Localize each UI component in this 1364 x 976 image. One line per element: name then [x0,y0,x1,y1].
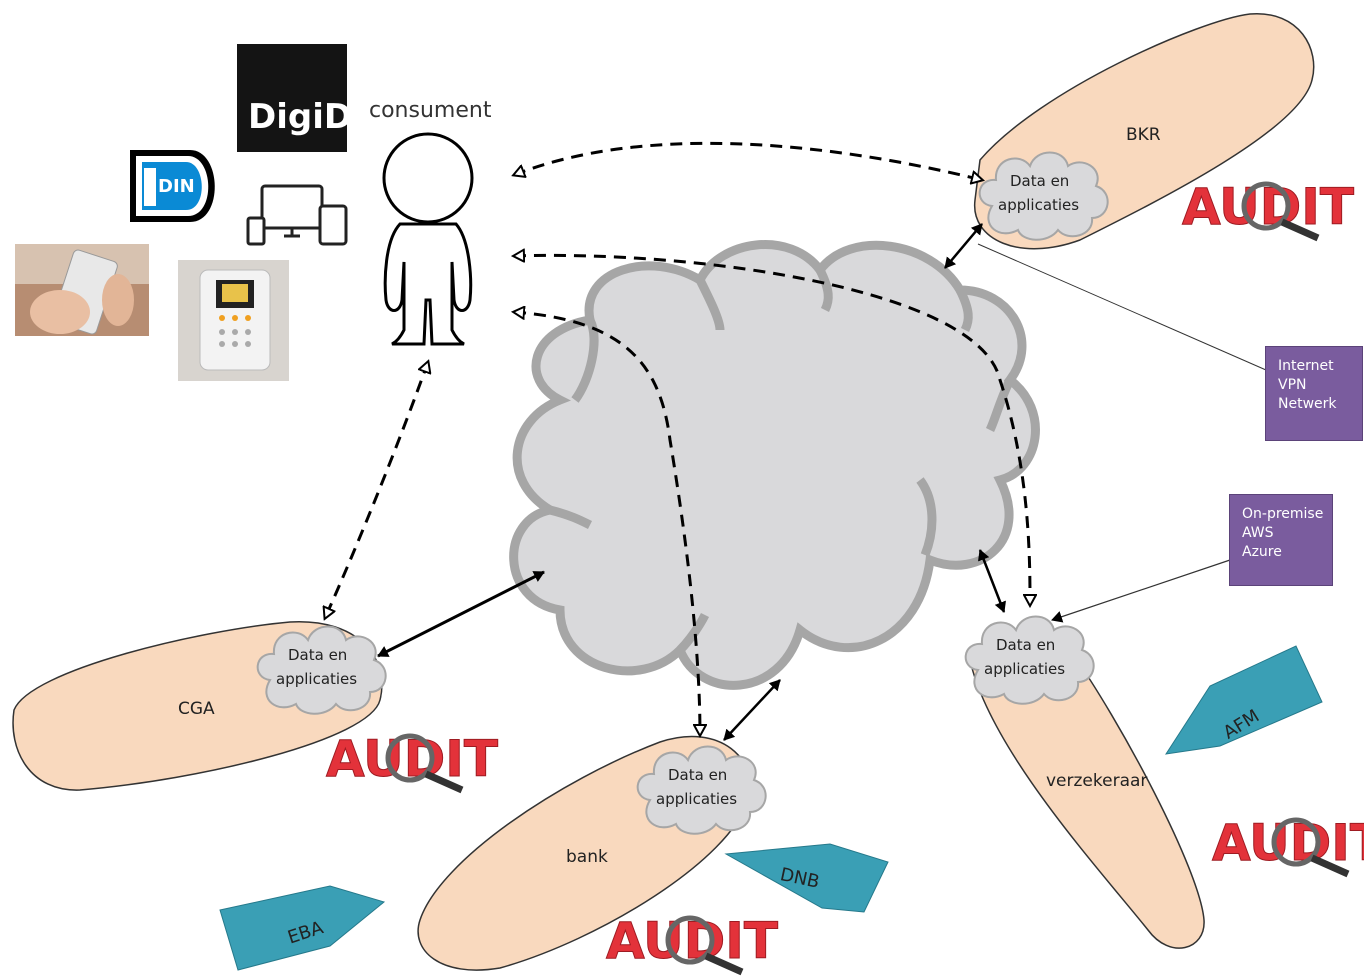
svg-text:Data en: Data en [1010,172,1069,190]
consumer-figure [382,132,474,346]
bkr-label: BKR [1126,125,1161,145]
svg-text:applicaties: applicaties [998,196,1079,214]
verzekeraar-label: verzekeraar [1046,771,1147,791]
network-line-vpn: VPN [1278,377,1307,393]
network-line-internet: Internet [1278,358,1334,374]
consumer-label: consument [369,98,492,123]
cloud-verzekeraar-connector [978,549,1006,613]
hosting-line-onpremise: On-premise [1242,506,1324,522]
consumer-cga-connector [325,362,428,618]
cloud-bkr-connector [944,223,983,269]
consumer-bank-connector [514,312,700,735]
bkr-audit-logo: AUDIT [1182,178,1354,242]
consumer-verzekeraar-connector [514,255,1030,605]
svg-text:applicaties: applicaties [656,790,737,808]
verzekeraar-audit-logo: AUDIT [1212,814,1364,878]
svg-text:Data en: Data en [996,636,1055,654]
hosting-info-box: On-premise AWS Azure [1229,494,1333,586]
cloud-cga-connector [377,570,545,658]
cga-label: CGA [178,699,215,719]
afm-regulator: AFM [1164,645,1323,755]
phone-in-hand-photo [15,244,149,336]
svg-text:DIN: DIN [158,176,195,197]
central-cloud [509,240,1040,690]
hosting-line-aws: AWS [1242,525,1274,541]
cloud-bank-connector [723,679,781,741]
svg-text:AUDIT: AUDIT [606,912,778,970]
verzekeraar-data-cloud: Data en applicaties [964,615,1095,705]
svg-text:applicaties: applicaties [276,670,357,688]
network-box-pointer [977,243,1267,371]
svg-text:DigiD: DigiD [248,97,352,137]
card-reader-photo [178,260,289,381]
svg-text:AUDIT: AUDIT [1182,178,1354,236]
cga-data-cloud: Data en applicaties [256,625,387,715]
consumer-bkr-connector [514,141,982,180]
bkr-data-cloud: Data en applicaties [978,151,1109,241]
svg-text:applicaties: applicaties [984,660,1065,678]
idin-logo: DIN [120,140,226,232]
eba-regulator: EBA [219,885,386,971]
bank-label: bank [566,847,608,867]
hosting-line-azure: Azure [1242,544,1282,560]
bank-data-cloud: Data en applicaties [636,745,767,835]
devices-icon [246,184,348,246]
bank-audit-logo: AUDIT [606,912,778,976]
svg-text:Data en: Data en [668,766,727,784]
dnb-regulator: DNB [724,843,889,913]
network-line-netwerk: Netwerk [1278,396,1337,412]
digid-logo: DigiD [237,44,352,152]
network-info-box: Internet VPN Netwerk [1265,346,1363,441]
svg-text:Data en: Data en [288,646,347,664]
cga-audit-logo: AUDIT [326,730,498,794]
hosting-box-pointer [1051,559,1231,623]
